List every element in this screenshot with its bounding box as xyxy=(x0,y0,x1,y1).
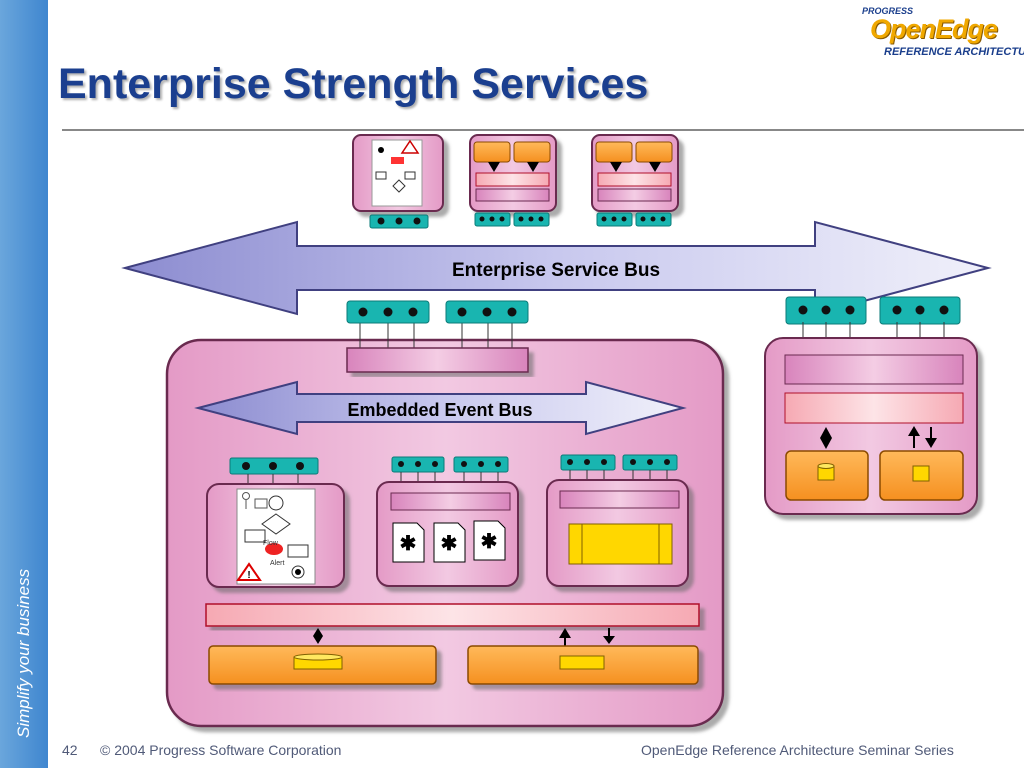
svg-text:✱: ✱ xyxy=(441,533,458,555)
rule-document-icon: ✱ xyxy=(392,522,425,563)
rule-document-icon: ✱ xyxy=(433,522,466,563)
process-alert-text: Alert xyxy=(270,560,284,567)
svg-text:✱: ✱ xyxy=(481,531,498,553)
logo-progress: PROGRESS xyxy=(862,6,914,16)
yellow-component xyxy=(568,523,673,565)
slide-title: Enterprise Strength Services xyxy=(58,60,649,108)
logo-openedge: OpenEdge xyxy=(870,14,998,44)
seminar-series-text: OpenEdge Reference Architecture Seminar … xyxy=(641,742,954,758)
process-flow-text: Flow xyxy=(263,540,279,547)
title-divider xyxy=(62,129,1024,131)
enterprise-service-bus-arrow xyxy=(121,220,992,316)
data-access-band xyxy=(205,603,700,627)
svg-text:!: ! xyxy=(247,570,250,581)
logo-reference-architecture: REFERENCE ARCHITECTURE xyxy=(884,46,1024,58)
openedge-logo: PROGRESS OpenEdge REFERENCE ARCHITECTURE xyxy=(852,4,1024,60)
adapter-band xyxy=(346,347,529,373)
enterprise-service-bus-label: Enterprise Service Bus xyxy=(452,260,660,281)
warning-icon xyxy=(236,562,262,581)
rule-document-icon: ✱ xyxy=(473,520,506,561)
svg-text:✱: ✱ xyxy=(400,533,417,555)
copyright-text: © 2004 Progress Software Corporation xyxy=(100,742,342,758)
embedded-event-bus-label: Embedded Event Bus xyxy=(347,400,532,420)
sidebar xyxy=(0,0,48,768)
page-number: 42 xyxy=(62,742,78,758)
embedded-event-bus-arrow xyxy=(194,380,687,436)
